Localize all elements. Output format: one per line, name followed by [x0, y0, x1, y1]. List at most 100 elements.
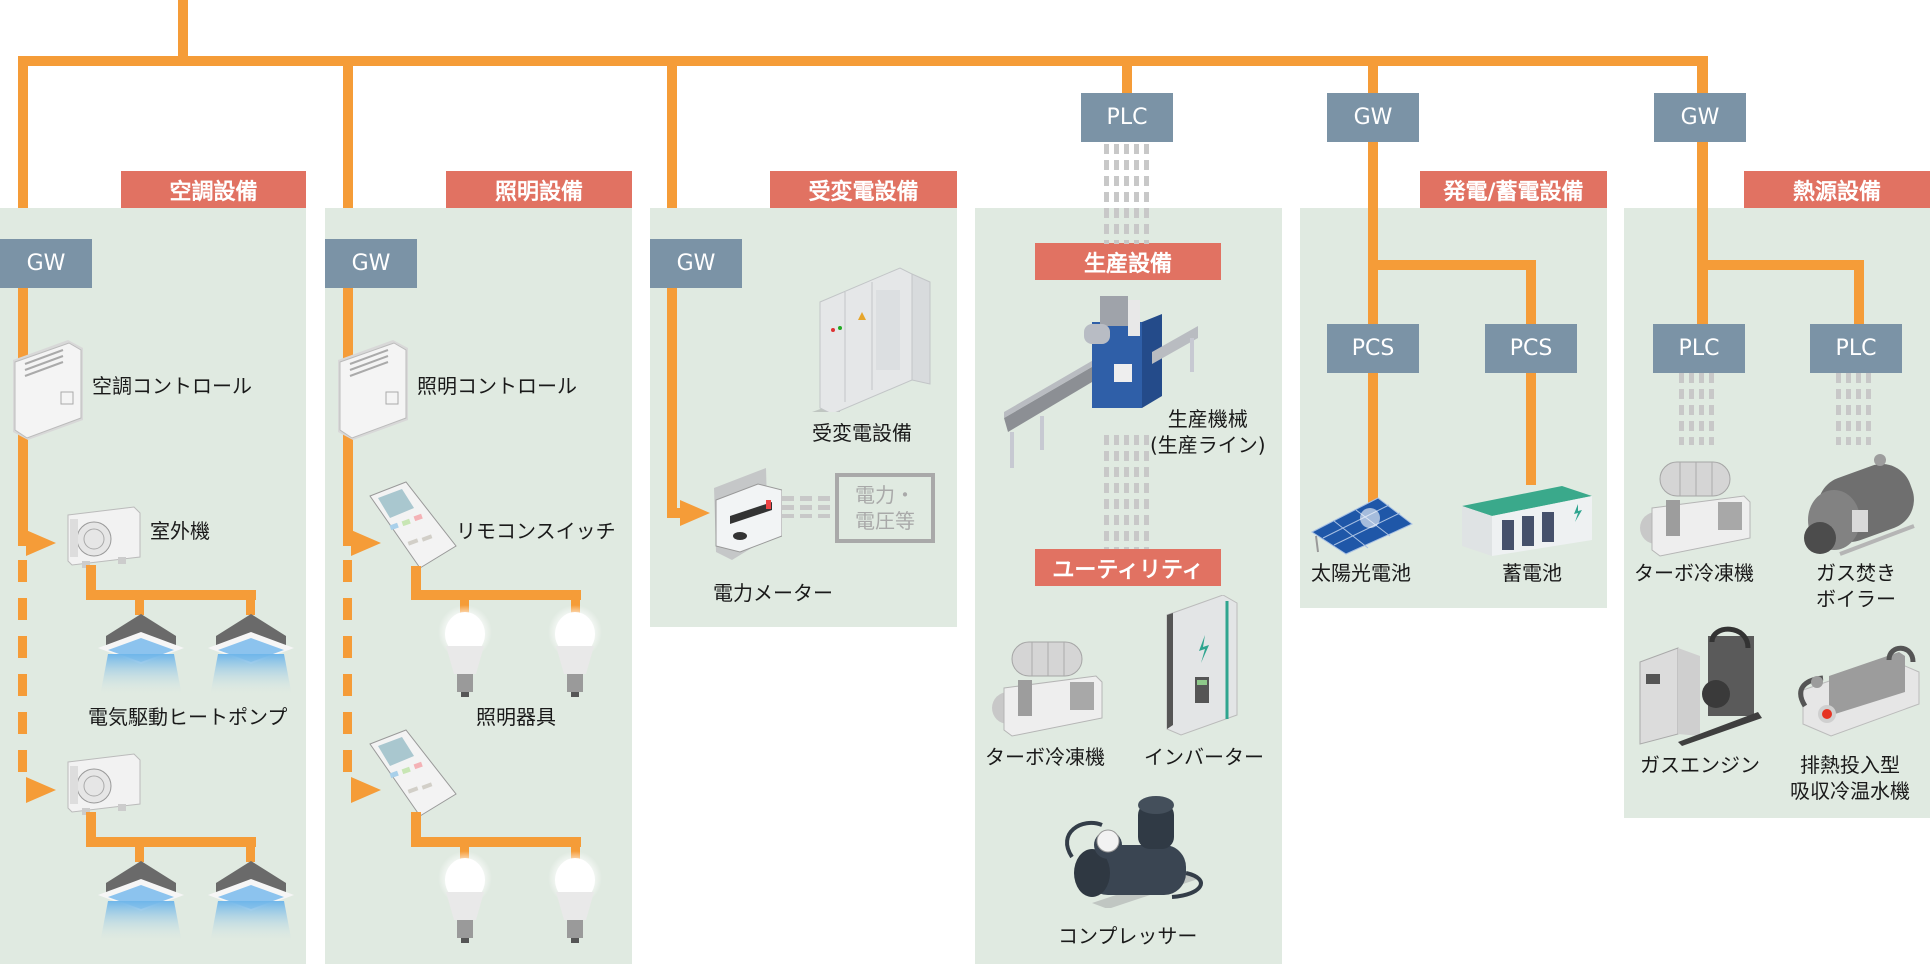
- lighting-control-label: 照明コントロール: [417, 374, 577, 398]
- bulb-drop-2: [571, 590, 580, 615]
- gas-engine-icon: [1638, 624, 1763, 746]
- gas-boiler-icon: [1800, 450, 1918, 560]
- hvac-arrow-stub-1: [18, 536, 38, 546]
- heat-plc-1-signal-line: [1679, 373, 1719, 445]
- remote-switch-icon: [368, 728, 458, 818]
- bulb-2-drop-1: [460, 837, 469, 862]
- remote-branch-v: [411, 566, 421, 600]
- gas-boiler-line2: ボイラー: [1816, 587, 1896, 611]
- heat-plc-2[interactable]: PLC: [1810, 324, 1902, 373]
- substation-line-down: [667, 276, 677, 516]
- storage-battery-label: 蓄電池: [1502, 561, 1562, 585]
- light-bulb-icon: [548, 604, 602, 700]
- turbo-chiller-icon: [990, 632, 1105, 742]
- category-production: 生産設備: [1035, 243, 1221, 280]
- power-meter-icon: [710, 460, 783, 560]
- remote-branch-h: [411, 590, 581, 600]
- hvac-arrow-outdoor-2: [26, 777, 56, 803]
- power-meter-arrow: [680, 500, 710, 526]
- remote-2-branch-h: [411, 837, 581, 847]
- gas-boiler-label: ガス焚き ボイラー: [1816, 560, 1896, 612]
- light-bulb-icon: [548, 850, 602, 946]
- heatpump-2-drop-1: [135, 837, 144, 862]
- production-plc[interactable]: PLC: [1081, 93, 1173, 142]
- inverter-label: インバーター: [1144, 745, 1264, 769]
- absorption-chiller-label: 排熱投入型 吸収冷温水機: [1790, 752, 1910, 804]
- absorption-chiller-icon: [1795, 640, 1920, 740]
- category-substation: 受変電設備: [770, 171, 957, 208]
- remote-switch-icon: [368, 480, 458, 570]
- heatpump-drop-2: [246, 590, 255, 615]
- heat-pump-icon: [96, 861, 186, 943]
- heat-line-down: [1697, 142, 1708, 338]
- pcs-solar-line: [1368, 373, 1378, 503]
- category-heat-source: 熱源設備: [1744, 171, 1930, 208]
- bus-drop-generation: [1368, 56, 1378, 96]
- heat-turbo-chiller-label: ターボ冷凍機: [1634, 561, 1754, 585]
- production-machine-label: 生産機械 (生産ライン): [1150, 406, 1266, 458]
- substation-panel-icon: [800, 262, 935, 415]
- bus-trunk: [178, 0, 188, 62]
- production-machine-line1: 生産機械: [1167, 407, 1248, 431]
- remote-switch-label: リモコンスイッチ: [456, 519, 616, 543]
- bus-main: [18, 56, 1708, 66]
- measurement-line1: 電力・: [855, 483, 915, 507]
- production-signal-line-upper: [1104, 144, 1150, 244]
- outdoor-unit-icon: [64, 752, 142, 816]
- production-signal-line-lower: [1104, 435, 1150, 549]
- lighting-fixture-label: 照明器具: [476, 705, 556, 729]
- category-generation-storage: 発電/蓄電設備: [1420, 171, 1607, 208]
- inverter-icon: [1163, 594, 1243, 740]
- solar-panel-icon: [1308, 496, 1414, 556]
- bulb-drop-1: [460, 590, 469, 615]
- substation-line-turn: [667, 508, 687, 518]
- light-bulb-icon: [438, 850, 492, 946]
- hvac-gateway[interactable]: GW: [0, 239, 92, 288]
- category-hvac: 空調設備: [121, 171, 306, 208]
- generation-line-down: [1368, 142, 1378, 338]
- pcs-solar[interactable]: PCS: [1327, 324, 1419, 373]
- light-bulb-icon: [438, 604, 492, 700]
- heat-plc-1[interactable]: PLC: [1653, 324, 1745, 373]
- generation-branch-h: [1368, 260, 1536, 270]
- outdoor-unit-branch-v: [86, 565, 96, 600]
- compressor-label: コンプレッサー: [1058, 924, 1198, 948]
- bus-drop-heat: [1697, 56, 1708, 96]
- lighting-arrow-stub-1: [343, 536, 363, 546]
- generation-branch-v: [1526, 260, 1536, 338]
- meter-signal-line: [782, 496, 836, 518]
- panel-hvac: [0, 208, 306, 964]
- compressor-icon: [1062, 793, 1208, 909]
- lighting-dashed-line: [343, 560, 352, 775]
- lighting-control-icon: [338, 340, 408, 440]
- bus-drop-substation: [667, 56, 677, 276]
- solar-cell-label: 太陽光電池: [1311, 561, 1411, 585]
- substation-gateway[interactable]: GW: [650, 239, 742, 288]
- gas-boiler-line1: ガス焚き: [1816, 561, 1896, 585]
- absorption-chiller-line1: 排熱投入型: [1800, 753, 1900, 777]
- turbo-chiller-icon: [1638, 452, 1753, 562]
- bus-drop-production: [1122, 56, 1132, 96]
- lighting-gateway[interactable]: GW: [325, 239, 417, 288]
- gas-engine-label: ガスエンジン: [1640, 753, 1760, 777]
- bulb-2-drop-2: [571, 837, 580, 862]
- production-machine-line2: (生産ライン): [1150, 433, 1266, 457]
- substation-equipment-label: 受変電設備: [812, 421, 912, 445]
- generation-gateway[interactable]: GW: [1327, 93, 1419, 142]
- heat-pump-icon: [96, 614, 186, 696]
- hvac-dashed-line: [18, 560, 27, 775]
- utility-turbo-chiller-label: ターボ冷凍機: [985, 745, 1105, 769]
- heat-pump-icon: [206, 861, 296, 943]
- production-machine-icon: [1002, 292, 1202, 472]
- bus-drop-hvac: [18, 56, 28, 276]
- measurement-line2: 電圧等: [855, 509, 915, 533]
- bus-drop-lighting: [343, 56, 353, 276]
- measurement-box: 電力・ 電圧等: [835, 473, 935, 543]
- heat-branch-v: [1854, 260, 1864, 338]
- power-meter-label: 電力メーター: [713, 581, 833, 605]
- heat-gateway[interactable]: GW: [1654, 93, 1746, 142]
- pcs-battery[interactable]: PCS: [1485, 324, 1577, 373]
- heat-pump-label: 電気駆動ヒートポンプ: [88, 705, 288, 729]
- category-lighting: 照明設備: [446, 171, 632, 208]
- storage-battery-icon: [1462, 484, 1592, 556]
